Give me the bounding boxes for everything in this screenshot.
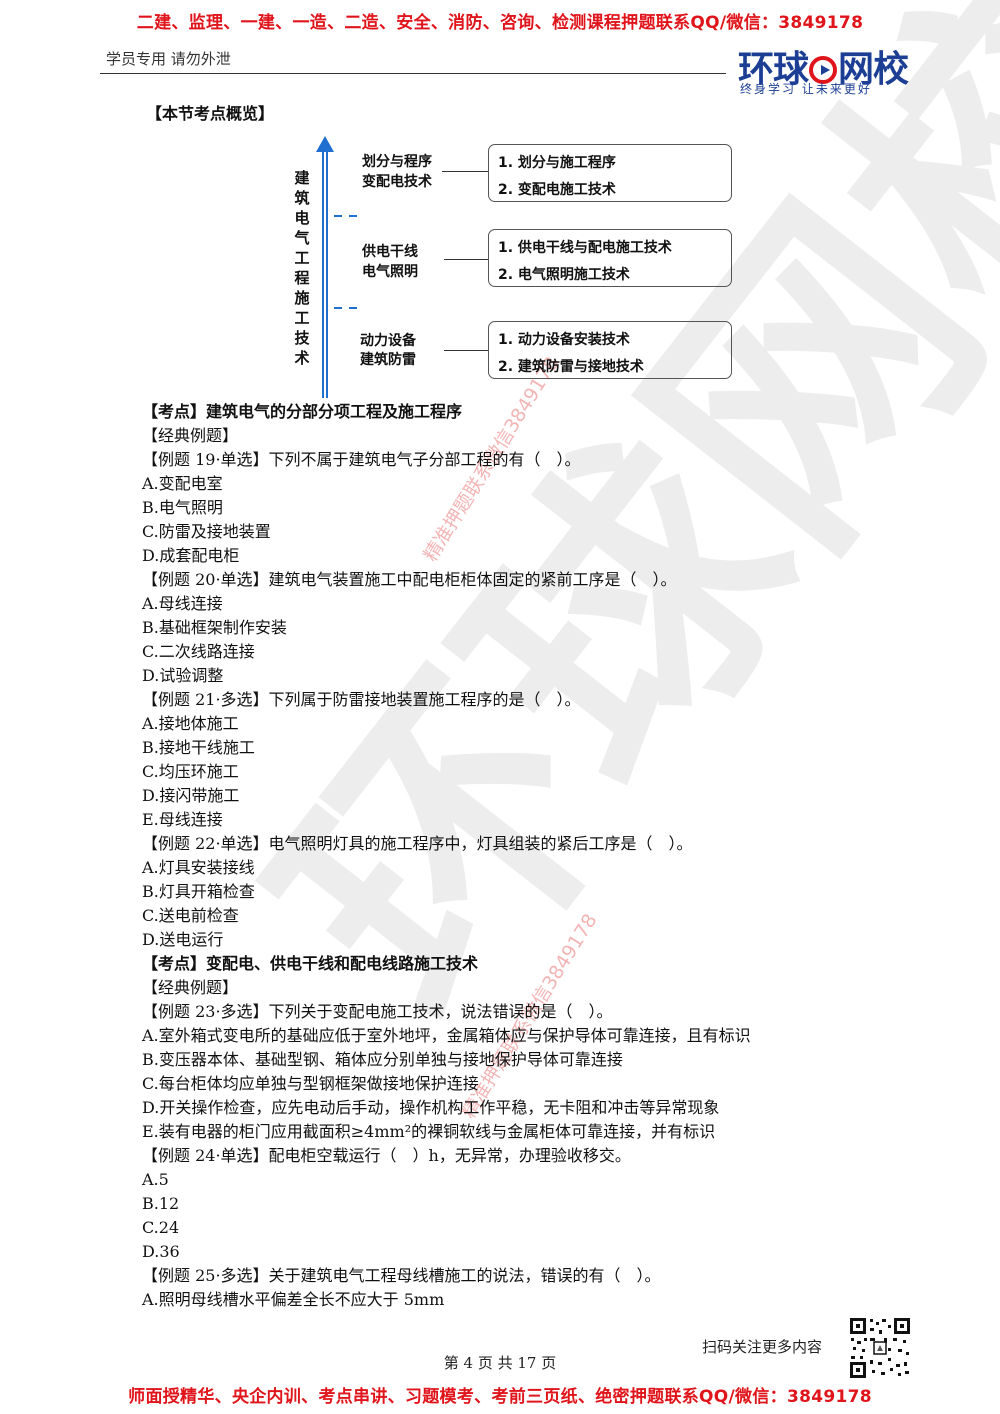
group-label: 动力设备	[360, 333, 416, 349]
question-option: A.照明母线槽水平偏差全长不应大于 5mm	[142, 1290, 445, 1309]
question-option: A.5	[142, 1170, 169, 1189]
section-title: 【本节考点概览】	[146, 104, 275, 123]
topic-item: 2. 变配电施工技术	[498, 182, 616, 198]
question-option: C.24	[142, 1218, 180, 1237]
question-option: C.均压环施工	[142, 762, 239, 781]
play-icon	[809, 56, 838, 84]
question-option: B.接地干线施工	[142, 738, 255, 757]
question-option: D.开关操作检查，应先电动后手动，操作机构工作平稳，无卡阻和冲击等异常现象	[142, 1098, 720, 1117]
topic-box	[488, 144, 732, 202]
group-label: 建筑防雷	[360, 352, 416, 368]
logo-text-b: 网校	[838, 49, 909, 90]
qr-code-icon	[848, 1316, 912, 1380]
question-stem: 【例题 24·单选】配电柜空载运行（ ）h，无异常，办理验收移交。	[142, 1146, 631, 1165]
header-divider	[100, 73, 726, 74]
topic-item: 2. 电气照明施工技术	[498, 267, 630, 283]
connector-line	[444, 259, 488, 260]
brand-logo: 环球网校 终身学习 让未来更好	[738, 40, 918, 100]
question-stem: 【例题 22·单选】电气照明灯具的施工程序中，灯具组装的紧后工序是（ ）。	[142, 834, 693, 853]
question-option: A.接地体施工	[142, 714, 239, 733]
question-option: B.灯具开箱检查	[142, 882, 255, 901]
question-option: A.母线连接	[142, 594, 223, 613]
question-option: D.送电运行	[142, 930, 224, 949]
question-option: C.防雷及接地装置	[142, 522, 271, 541]
group-label: 变配电技术	[362, 174, 432, 190]
question-option: C.每台柜体均应单独与型钢框架做接地保护连接	[142, 1074, 479, 1093]
question-option: B.电气照明	[142, 498, 223, 517]
question-option: D.试验调整	[142, 666, 224, 685]
top-banner: 二建、监理、一建、一造、二造、安全、消防、咨询、检测课程押题联系QQ/微信：38…	[136, 13, 864, 33]
spine-tick	[349, 307, 357, 309]
question-stem: 【例题 23·多选】下列关于变配电施工技术，说法错误的是（ ）。	[142, 1002, 613, 1021]
topic-box	[488, 229, 732, 287]
topic-heading: 【考点】建筑电气的分部分项工程及施工程序	[142, 402, 463, 421]
diagram-vertical-title: 建筑电气工程施工技术	[294, 169, 310, 367]
spine-tick	[334, 307, 342, 309]
question-option: B.基础框架制作安装	[142, 618, 287, 637]
question-stem: 【例题 21·多选】下列属于防雷接地装置施工程序的是（ ）。	[142, 690, 581, 709]
diagram-spine	[322, 150, 328, 398]
examples-heading: 【经典例题】	[142, 978, 239, 997]
question-option: E.装有电器的柜门应用截面积≥4mm²的裸铜软线与金属柜体可靠连接，并有标识	[142, 1122, 716, 1141]
topic-heading: 【考点】变配电、供电干线和配电线路施工技术	[142, 954, 479, 973]
connector-line	[442, 171, 488, 172]
question-option: D.36	[142, 1242, 180, 1261]
question-option: B.12	[142, 1194, 180, 1213]
question-option: E.母线连接	[142, 810, 223, 829]
question-option: A.灯具安装接线	[142, 858, 255, 877]
logo-text-a: 环球	[738, 49, 809, 90]
question-option: D.成套配电柜	[142, 546, 240, 565]
question-stem: 【例题 19·单选】下列不属于建筑电气子分部工程的有（ ）。	[142, 450, 581, 469]
group-label: 供电干线	[362, 244, 418, 260]
bottom-banner: 师面授精华、央企内训、考点串讲、习题模考、考前三页纸、绝密押题联系QQ/微信：3…	[128, 1387, 872, 1407]
question-option: C.送电前检查	[142, 906, 239, 925]
logo-slogan: 终身学习 让未来更好	[740, 82, 872, 96]
page-number: 第 4 页 共 17 页	[443, 1354, 557, 1372]
question-option: C.二次线路连接	[142, 642, 255, 661]
examples-heading: 【经典例题】	[142, 426, 239, 445]
question-option: A.变配电室	[142, 474, 223, 493]
spine-tick	[334, 215, 342, 217]
group-label: 电气照明	[362, 264, 418, 280]
question-stem: 【例题 25·多选】关于建筑电气工程母线槽施工的说法，错误的有（ ）。	[142, 1266, 661, 1285]
topic-item: 2. 建筑防雷与接地技术	[498, 359, 644, 375]
question-option: D.接闪带施工	[142, 786, 240, 805]
arrow-up-icon	[316, 136, 334, 152]
header-notice: 学员专用 请勿外泄	[106, 50, 231, 68]
connector-line	[444, 350, 488, 351]
question-option: A.室外箱式变电所的基础应低于室外地坪，金属箱体应与保护导体可靠连接，且有标识	[142, 1026, 751, 1045]
topic-item: 1. 动力设备安装技术	[498, 332, 630, 348]
group-label: 划分与程序	[362, 154, 432, 170]
qr-caption: 扫码关注更多内容	[702, 1338, 823, 1356]
question-stem: 【例题 20·单选】建筑电气装置施工中配电柜柜体固定的紧前工序是（ ）。	[142, 570, 677, 589]
topic-item: 1. 划分与施工程序	[498, 155, 616, 171]
spine-tick	[349, 215, 357, 217]
question-option: B.变压器本体、基础型钢、箱体应分别单独与接地保护导体可靠连接	[142, 1050, 623, 1069]
topic-box	[488, 321, 732, 379]
topic-item: 1. 供电干线与配电施工技术	[498, 240, 672, 256]
